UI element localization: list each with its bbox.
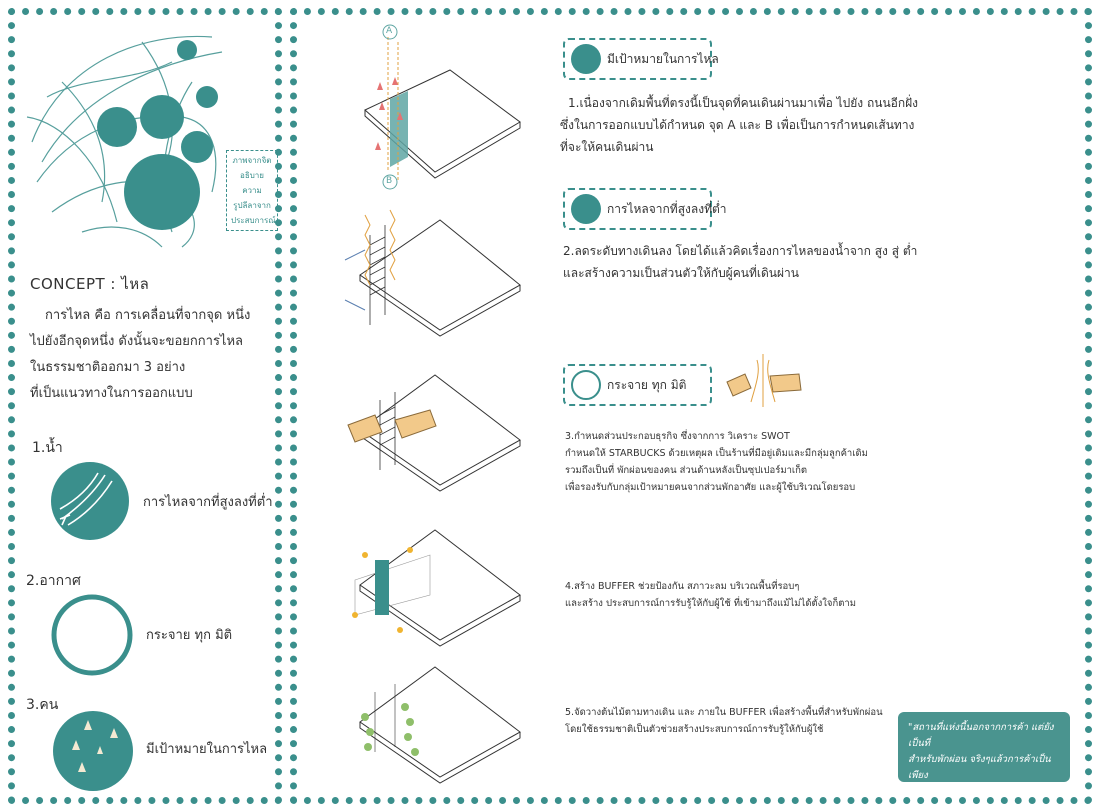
sketch-note: ภาพจากจิต อธิบายความ รูปลีลาจาก ประสบการ… xyxy=(226,150,278,231)
tag-spread: กระจาย ทุก มิติ xyxy=(563,364,712,406)
item-label-people: มีเป้าหมายในการไหล xyxy=(146,742,268,757)
tag-label: กระจาย ทุก มิติ xyxy=(607,377,687,392)
diagram-label-a: A xyxy=(386,26,393,36)
concept-line: ที่เป็นแนวทางในการออกแบบ xyxy=(30,386,193,401)
concept-line: ในธรรมชาติออกมา 3 อย่าง xyxy=(30,360,186,375)
step5-text: 5.จัดวางต้นไม้ตามทางเดิน และ ภายใน BUFFE… xyxy=(565,704,905,738)
step-line: ซึ่งในการออกแบบได้กำหนด จุด A และ B เพื่… xyxy=(560,118,915,132)
spread-mini-diagram xyxy=(726,354,802,407)
step-line: ที่จะให้คนเดินผ่าน xyxy=(560,140,654,154)
step-line: 3.กำหนดส่วนประกอบธุรกิจ ซึ่งจากการ วิเคร… xyxy=(565,431,790,442)
step5-diagram xyxy=(359,666,521,784)
right-steps-panel xyxy=(290,8,1092,804)
water-flow-icon xyxy=(571,194,601,224)
quote-box: "สถานที่แห่งนี้นอกจากการค้า แต่ยังเป็นที… xyxy=(898,712,1070,797)
step2-diagram xyxy=(344,209,521,337)
sketch-note-line: ประสบการณ์ xyxy=(231,216,276,225)
step-line: เพื่อรองรับกับกลุ่มเป้าหมายคนจากส่วนพักอ… xyxy=(565,482,856,493)
step1-text: 1.เนื่องจากเดิมพื้นที่ตรงนี้เป็นจุดที่คน… xyxy=(560,92,940,158)
diagram-label-b: B xyxy=(386,176,393,186)
item-label-air: กระจาย ทุก มิติ xyxy=(146,628,233,643)
sketch-note-line: อธิบายความ xyxy=(240,171,264,195)
concept-sketch xyxy=(26,35,223,248)
sketch-note-line: ภาพจากจิต xyxy=(232,156,272,165)
step4-text: 4.สร้าง BUFFER ช่วยป้องกัน สภาวะลม บริเว… xyxy=(565,578,925,612)
air-ring-icon xyxy=(571,370,601,400)
item-label-water: การไหลจากที่สูงลงที่ต่ำ xyxy=(143,495,273,510)
water-flow-icon xyxy=(51,462,129,540)
tag-goal-flow: มีเป้าหมายในการไหล xyxy=(563,38,719,80)
step-line: 4.สร้าง BUFFER ช่วยป้องกัน สภาวะลม บริเว… xyxy=(565,581,800,592)
step-line: 1.เนื่องจากเดิมพื้นที่ตรงนี้เป็นจุดที่คน… xyxy=(568,96,919,110)
tag-label: การไหลจากที่สูงลงที่ต่ำ xyxy=(607,201,727,216)
quote-line: สำหรับพักผ่อน จริงๆแล้วการค้าเป็นเพียง xyxy=(908,754,1051,781)
step2-text: 2.ลดระดับทางเดินลง โดยได้แล้วคิดเรื่องกา… xyxy=(563,240,943,284)
step1-diagram xyxy=(364,24,521,190)
step-line: โดยใช้ธรรมชาติเป็นตัวช่วยสร้างประสบการณ์… xyxy=(565,724,824,735)
step-line: และสร้างความเป็นส่วนตัวให้กับผู้คนที่เดิ… xyxy=(563,266,799,280)
item-title-air: 2.อากาศ xyxy=(26,573,81,589)
left-concept-panel xyxy=(8,8,282,804)
sketch-note-line: รูปลีลาจาก xyxy=(233,201,271,210)
air-ring-icon xyxy=(51,594,133,676)
tag-label: มีเป้าหมายในการไหล xyxy=(607,51,719,66)
people-icon xyxy=(571,44,601,74)
step-line: และสร้าง ประสบการณ์การรับรู้ให้กับผู้ใช้… xyxy=(565,598,857,609)
step-line: 5.จัดวางต้นไม้ตามทางเดิน และ ภายใน BUFFE… xyxy=(565,707,883,718)
quote-line: "สถานที่แห่งนี้นอกจากการค้า แต่ยังเป็นที… xyxy=(908,722,1054,749)
people-icon xyxy=(53,711,133,791)
step-line: 2.ลดระดับทางเดินลง โดยได้แล้วคิดเรื่องกา… xyxy=(563,244,918,258)
step4-diagram xyxy=(352,529,521,647)
step3-text: 3.กำหนดส่วนประกอบธุรกิจ ซึ่งจากการ วิเคร… xyxy=(565,428,925,496)
concept-line: ไปยังอีกจุดหนึ่ง ดังนั้นจะขอยกการไหล xyxy=(30,334,244,349)
concept-body: การไหล คือ การเคลื่อนที่จากจุด หนึ่ง ไปย… xyxy=(30,303,270,407)
tag-high-low: การไหลจากที่สูงลงที่ต่ำ xyxy=(563,188,727,230)
step-line: รวมถึงเป็นที่ พักผ่อนของคน ส่วนด้านหลังเ… xyxy=(565,465,808,476)
concept-line: การไหล คือ การเคลื่อนที่จากจุด หนึ่ง xyxy=(45,308,251,323)
item-title-people: 3.คน xyxy=(26,697,59,713)
step3-diagram xyxy=(347,374,521,492)
concept-title: CONCEPT : ไหล xyxy=(30,275,150,293)
step-line: กำหนดให้ STARBUCKS ด้วยเหตุผล เป็นร้านที… xyxy=(565,448,868,459)
item-title-water: 1.น้ำ xyxy=(32,440,63,456)
quote-line: ผลพลอยได้ของการสร้างพื้นที่แห่งนี้" xyxy=(908,786,1055,797)
